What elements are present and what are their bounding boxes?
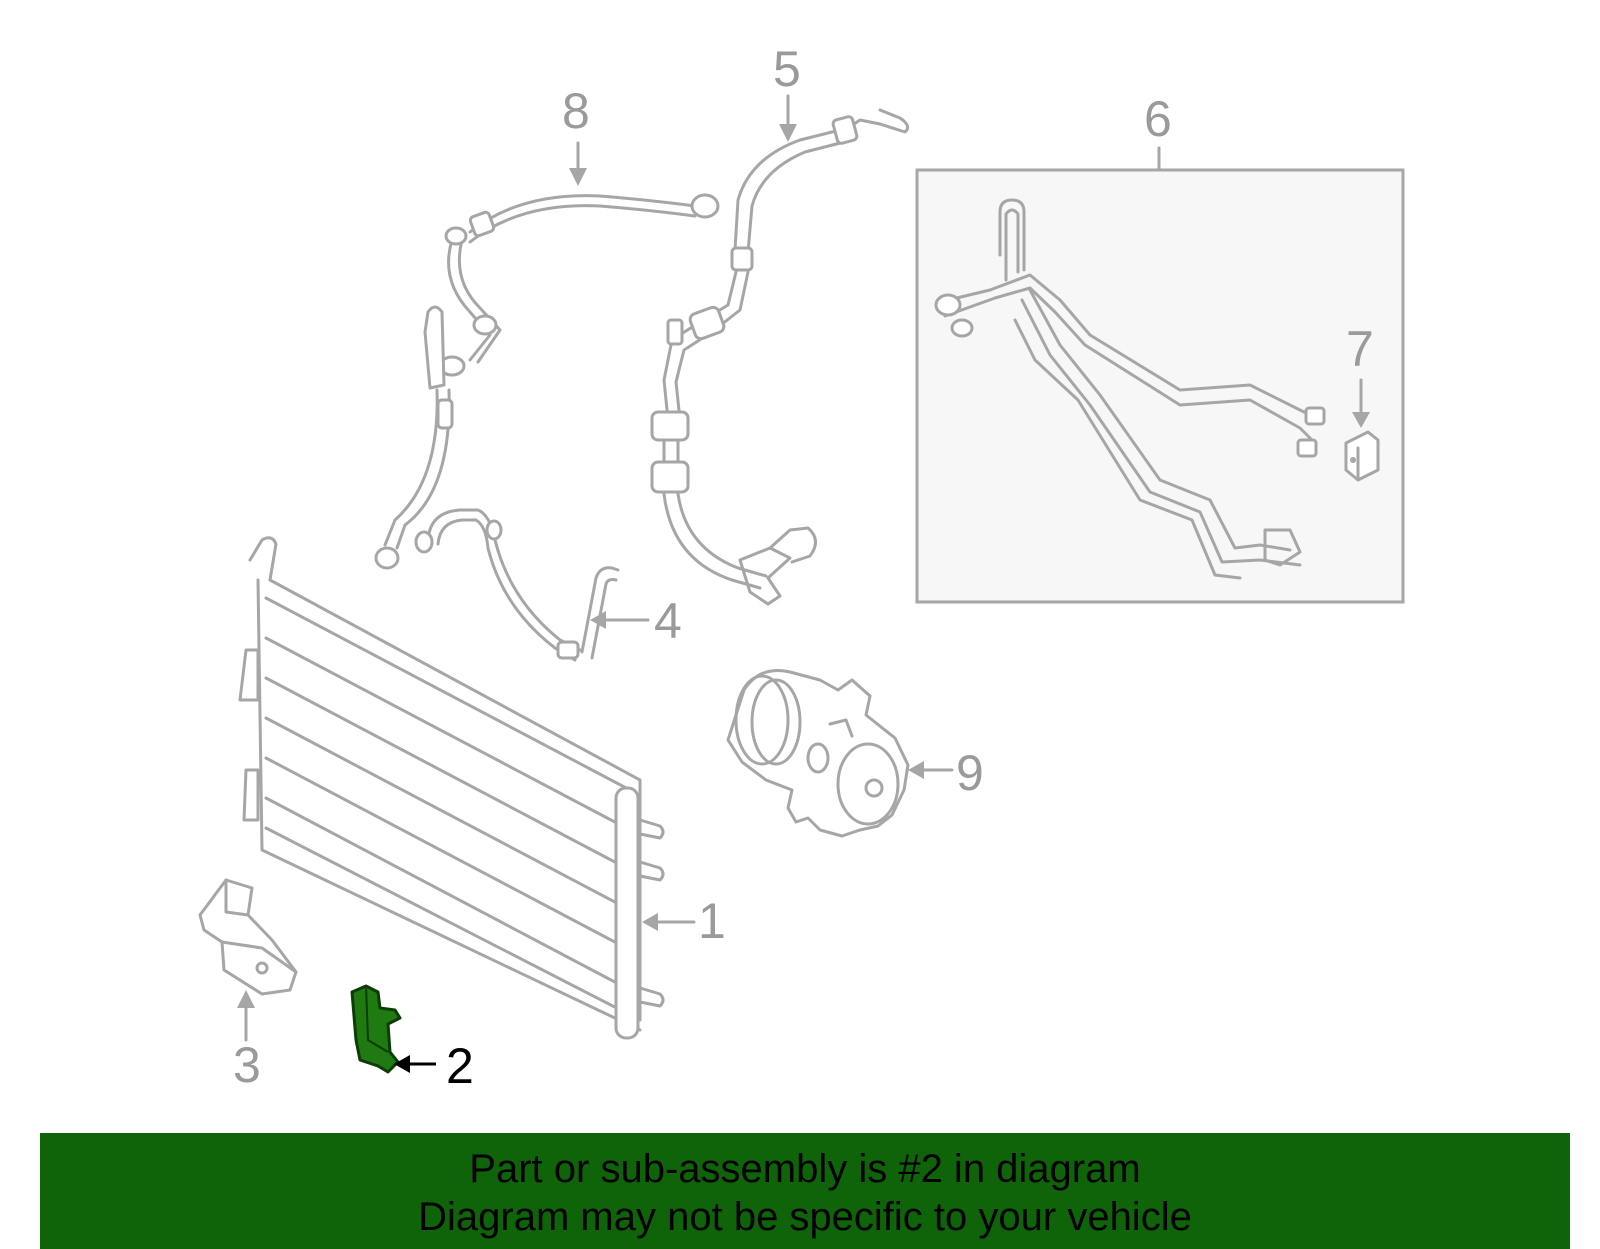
part-2-bracket[interactable] (350, 984, 402, 1074)
banner-line-1: Part or sub-assembly is #2 in diagram (469, 1147, 1141, 1191)
callout-3[interactable]: 3 (233, 1037, 261, 1093)
callout-2[interactable]: 2 (446, 1038, 474, 1094)
part-5-hose[interactable] (650, 108, 910, 606)
callout-6[interactable]: 6 (1144, 91, 1172, 147)
callout-9[interactable]: 9 (956, 745, 984, 801)
part-7-seal[interactable] (1344, 430, 1380, 482)
part-1-condenser[interactable] (238, 536, 665, 1040)
callout-1[interactable]: 1 (698, 893, 726, 949)
callout-5[interactable]: 5 (773, 41, 801, 97)
part-8-hose[interactable] (374, 193, 720, 570)
callout-8[interactable]: 8 (562, 83, 590, 139)
part-4-hose[interactable] (414, 508, 620, 662)
part-6-tube-assembly[interactable] (915, 168, 1405, 604)
callout-4[interactable]: 4 (654, 593, 682, 649)
info-banner: Part or sub-assembly is #2 in diagram Di… (40, 1133, 1570, 1249)
banner-line-2: Diagram may not be specific to your vehi… (418, 1195, 1192, 1239)
callout-7[interactable]: 7 (1346, 321, 1374, 377)
part-9-compressor[interactable] (726, 669, 910, 838)
part-3-bracket[interactable] (198, 878, 298, 996)
